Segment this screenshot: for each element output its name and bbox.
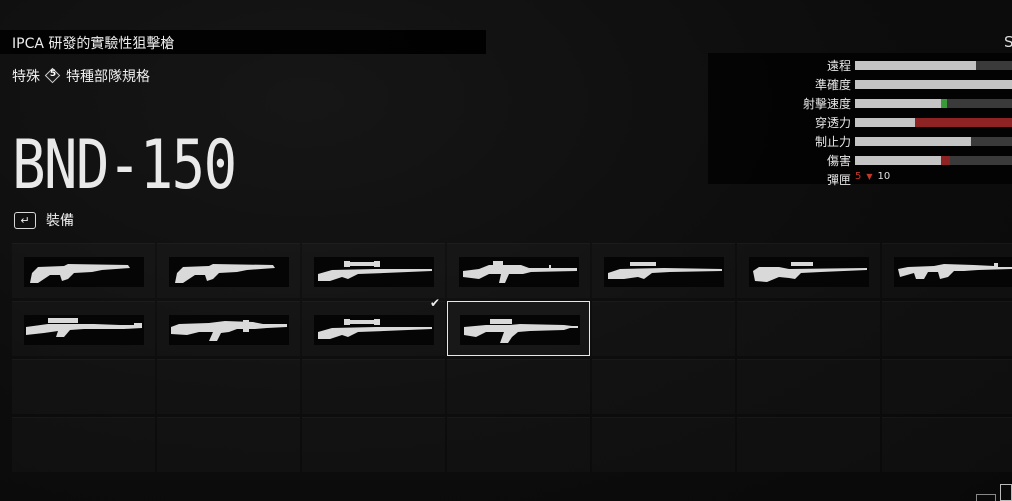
- stat-bar: [855, 137, 1012, 146]
- stat-label: 穿透力: [814, 116, 851, 130]
- scoped-rifle-icon: [604, 257, 724, 287]
- weapon-slot[interactable]: [882, 243, 1012, 298]
- description-bar: [0, 30, 486, 54]
- decrease-arrow-icon: ▼: [866, 172, 873, 181]
- stat-bar-delta: [941, 99, 947, 108]
- corner-text: S: [1004, 33, 1012, 51]
- machine-gun-icon: [459, 257, 579, 287]
- ammo-values: 5 ▼ 10: [855, 171, 890, 182]
- bnd-150-rifle-icon: [460, 315, 580, 345]
- rifle-thumbhole-icon: [24, 257, 144, 287]
- empty-slot: [12, 417, 155, 472]
- scoped-bolt-rifle-icon: [314, 315, 434, 345]
- stat-bar-fill: [855, 61, 976, 70]
- weapon-slot[interactable]: [592, 243, 735, 298]
- stat-bar-delta: [941, 156, 950, 165]
- stat-row: 傷害: [708, 151, 1012, 169]
- stat-label: 遠程: [826, 59, 851, 73]
- ammo-row: 彈匣 5 ▼ 10: [708, 170, 1012, 188]
- stat-bar-fill: [855, 137, 971, 146]
- weapon-slot[interactable]: [302, 301, 445, 356]
- empty-slot: [157, 359, 300, 414]
- stat-row: 制止力: [708, 132, 1012, 150]
- spec-label: 特種部隊規格: [66, 69, 150, 85]
- stat-bar: [855, 61, 1012, 70]
- sniper-rifle-icon: [749, 257, 869, 287]
- empty-slot: [882, 359, 1012, 414]
- weapon-slot[interactable]: [447, 243, 590, 298]
- empty-slot: [447, 417, 590, 472]
- stat-bar-fill: [855, 118, 915, 127]
- weapon-slot[interactable]: [302, 243, 445, 298]
- weapon-description: IPCA 研發的實驗性狙擊槍: [12, 36, 175, 52]
- ammo-max: 10: [877, 171, 891, 182]
- stat-row: 遠程: [708, 56, 1012, 74]
- enter-key-icon: ↵: [14, 211, 36, 229]
- empty-slot: [882, 417, 1012, 472]
- equip-button[interactable]: ↵ 裝備: [14, 210, 74, 230]
- ammo-label: 彈匣: [826, 173, 851, 187]
- stat-row: 射擊速度: [708, 94, 1012, 112]
- stat-label: 射擊速度: [802, 97, 851, 111]
- stat-bar-fill: [855, 156, 941, 165]
- empty-slot: [12, 359, 155, 414]
- equipped-check-icon: ✔: [430, 296, 441, 310]
- empty-slot: [737, 359, 880, 414]
- stat-row: 穿透力: [708, 113, 1012, 131]
- rifle-thumbhole-icon: [169, 257, 289, 287]
- weapon-category: 特殊 5 特種部隊規格: [12, 66, 150, 86]
- stat-bar-fill: [855, 99, 941, 108]
- weapon-slot[interactable]: [12, 243, 155, 298]
- stat-label: 制止力: [814, 135, 851, 149]
- stat-bar: [855, 118, 1012, 127]
- stat-bar-fill: [855, 80, 1012, 89]
- weapon-slot[interactable]: [157, 243, 300, 298]
- corner-frame-icon: [1000, 484, 1012, 501]
- weapon-slot[interactable]: [157, 301, 300, 356]
- empty-slot: [737, 301, 880, 356]
- weapon-name: BND-150: [12, 126, 237, 205]
- weapon-slot-selected[interactable]: [447, 301, 590, 356]
- empty-slot: [882, 301, 1012, 356]
- empty-slot: [737, 417, 880, 472]
- empty-slot: [302, 417, 445, 472]
- empty-slot: [447, 359, 590, 414]
- empty-slot: [592, 301, 735, 356]
- stat-bar: [855, 156, 1012, 165]
- stats-panel: 遠程準確度射擊速度穿透力制止力傷害彈匣 5 ▼ 10: [708, 53, 1012, 187]
- stat-bar-delta: [915, 118, 1012, 127]
- stat-bar: [855, 99, 1012, 108]
- stat-row: 準確度: [708, 75, 1012, 93]
- stat-bar: [855, 80, 1012, 89]
- scoped-bolt-rifle-icon: [314, 257, 434, 287]
- anti-materiel-rifle-icon: [24, 315, 144, 345]
- stat-label: 準確度: [814, 78, 851, 92]
- empty-slot: [592, 359, 735, 414]
- empty-slot: [302, 359, 445, 414]
- light-machine-gun-icon: [894, 257, 1012, 287]
- category-label: 特殊: [12, 69, 40, 85]
- ammo-current: 5: [855, 171, 862, 182]
- empty-slot: [157, 417, 300, 472]
- weapon-slot[interactable]: [737, 243, 880, 298]
- corner-frame-icon: [976, 494, 996, 501]
- equip-label: 裝備: [46, 213, 74, 229]
- weapon-slot[interactable]: [12, 301, 155, 356]
- heavy-machine-gun-icon: [169, 315, 289, 345]
- stat-label: 傷害: [826, 154, 851, 168]
- empty-slot: [592, 417, 735, 472]
- tier-badge-icon: 5: [44, 67, 61, 84]
